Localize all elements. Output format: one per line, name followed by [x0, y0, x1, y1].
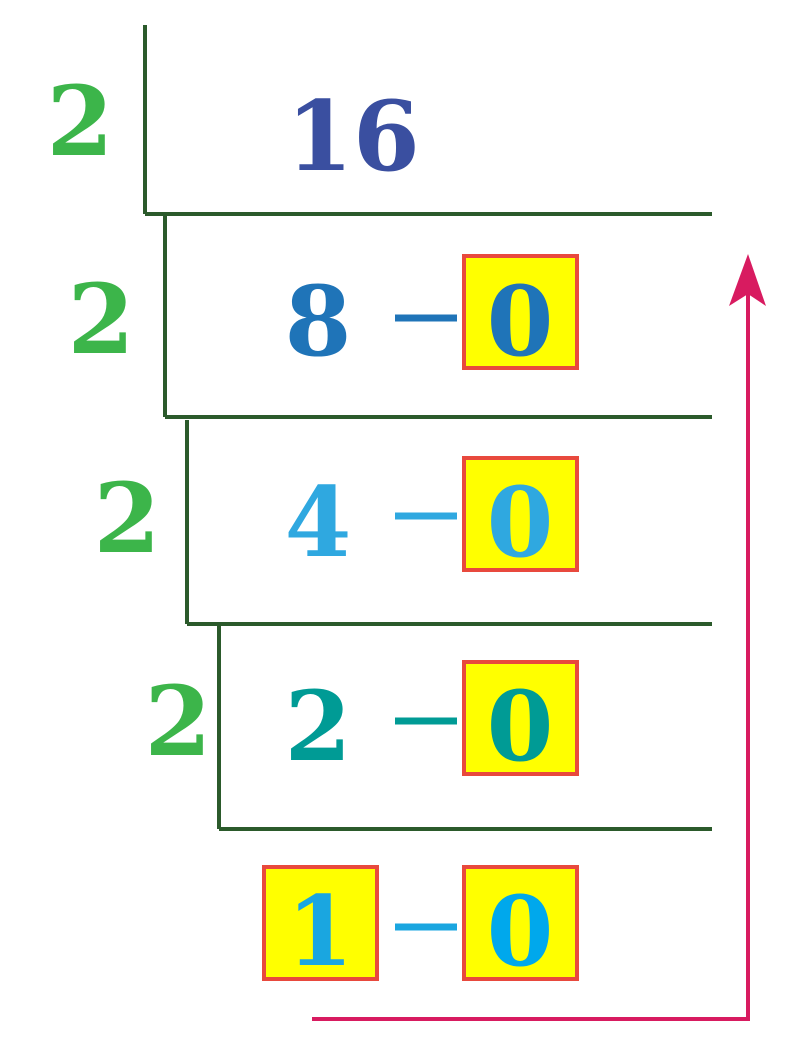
remainder-2: 0 — [487, 466, 554, 579]
final-remainder: 0 — [487, 875, 554, 988]
divisor-4: 2 — [145, 665, 212, 778]
remainder-box-2 — [462, 456, 579, 572]
final-remainder-box — [462, 865, 579, 981]
final-quotient: 1 — [287, 875, 354, 988]
final-quotient-box — [262, 865, 379, 981]
divisor-3: 2 — [94, 462, 161, 575]
quotient-2: 4 — [285, 466, 352, 579]
read-direction-arrow — [312, 254, 766, 1021]
divisor-2: 2 — [68, 263, 135, 376]
division-lines — [143, 25, 712, 831]
remainder-1: 0 — [487, 265, 554, 378]
divisor-1: 2 — [47, 65, 114, 178]
remainder-box-3 — [462, 660, 579, 776]
remainder-3: 0 — [487, 670, 554, 783]
remainder-box-1 — [462, 254, 579, 370]
quotient-1: 8 — [285, 265, 352, 378]
dividend: 16 — [286, 80, 420, 193]
arrow-head-icon — [729, 254, 766, 306]
quotient-3: 2 — [285, 670, 352, 783]
